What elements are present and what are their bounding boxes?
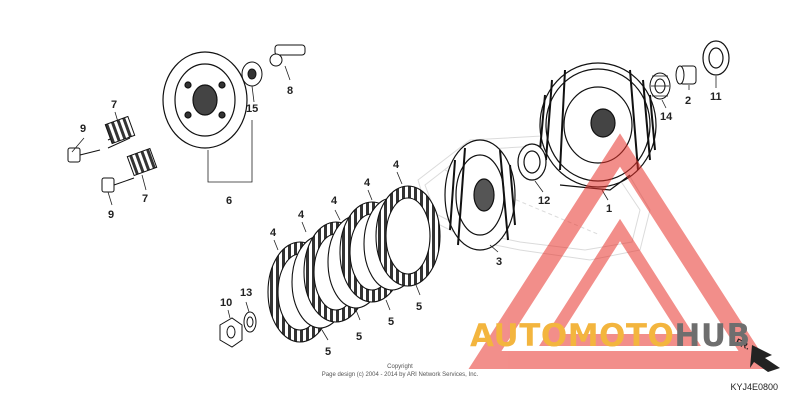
callout-part-5: 5 [416,301,422,313]
watermark-text-part2: HUB [674,318,751,354]
clutch-springs [104,115,158,177]
callout-part-5: 5 [325,346,331,358]
watermark-text-part1: AUTOMOTO [470,318,675,354]
callout-part-8: 8 [287,85,293,97]
collar [675,65,697,85]
callout-part-4: 4 [331,195,338,207]
pressure-plate-bearing [241,61,263,87]
callout-part-6: 6 [226,195,232,207]
callout-part-10: 10 [220,297,232,309]
callout-numbers: 1 2 3 4 4 4 4 4 4 5 5 5 5 5 6 7 7 8 9 9 … [80,85,722,358]
callout-part-9: 9 [108,209,114,221]
needle-bearing [649,72,671,100]
callout-part-7: 7 [111,99,117,111]
callout-part-14: 14 [660,111,673,123]
callout-part-13: 13 [240,287,252,299]
callout-part-4: 4 [270,227,277,239]
callout-part-4: 4 [393,159,400,171]
callout-part-3: 3 [496,256,502,268]
callout-part-4: 4 [298,209,305,221]
callout-part-5: 5 [388,316,394,328]
lock-nut [219,317,243,348]
clutch-bolts [67,147,135,193]
thrust-washer-12 [517,143,547,181]
clutch-center [444,139,516,251]
clutch-disc-stack [267,185,441,343]
callout-part-9: 9 [80,123,86,135]
diagram-code: KYJ4E0800 [730,382,778,392]
copyright-text: Page design (c) 2004 - 2014 by ARI Netwo… [321,372,479,378]
pressure-plate [162,51,248,149]
copyright-title: Copyright [387,364,413,370]
leader-lines [71,65,717,341]
callout-part-11: 11 [710,91,722,103]
callout-part-2: 2 [685,95,691,107]
callout-part-5: 5 [356,331,362,343]
callout-part-12: 12 [538,195,550,207]
lifter-rod [269,44,306,67]
callout-part-15: 15 [246,103,258,115]
thrust-washer-11 [702,40,730,76]
callout-part-1: 1 [606,203,612,215]
automotohub-logo-icon [468,133,772,369]
callout-part-4: 4 [364,177,371,189]
watermark-text: AUTOMOTOHUB [470,318,751,354]
callout-part-7: 7 [142,193,148,205]
lock-washer [243,311,257,333]
